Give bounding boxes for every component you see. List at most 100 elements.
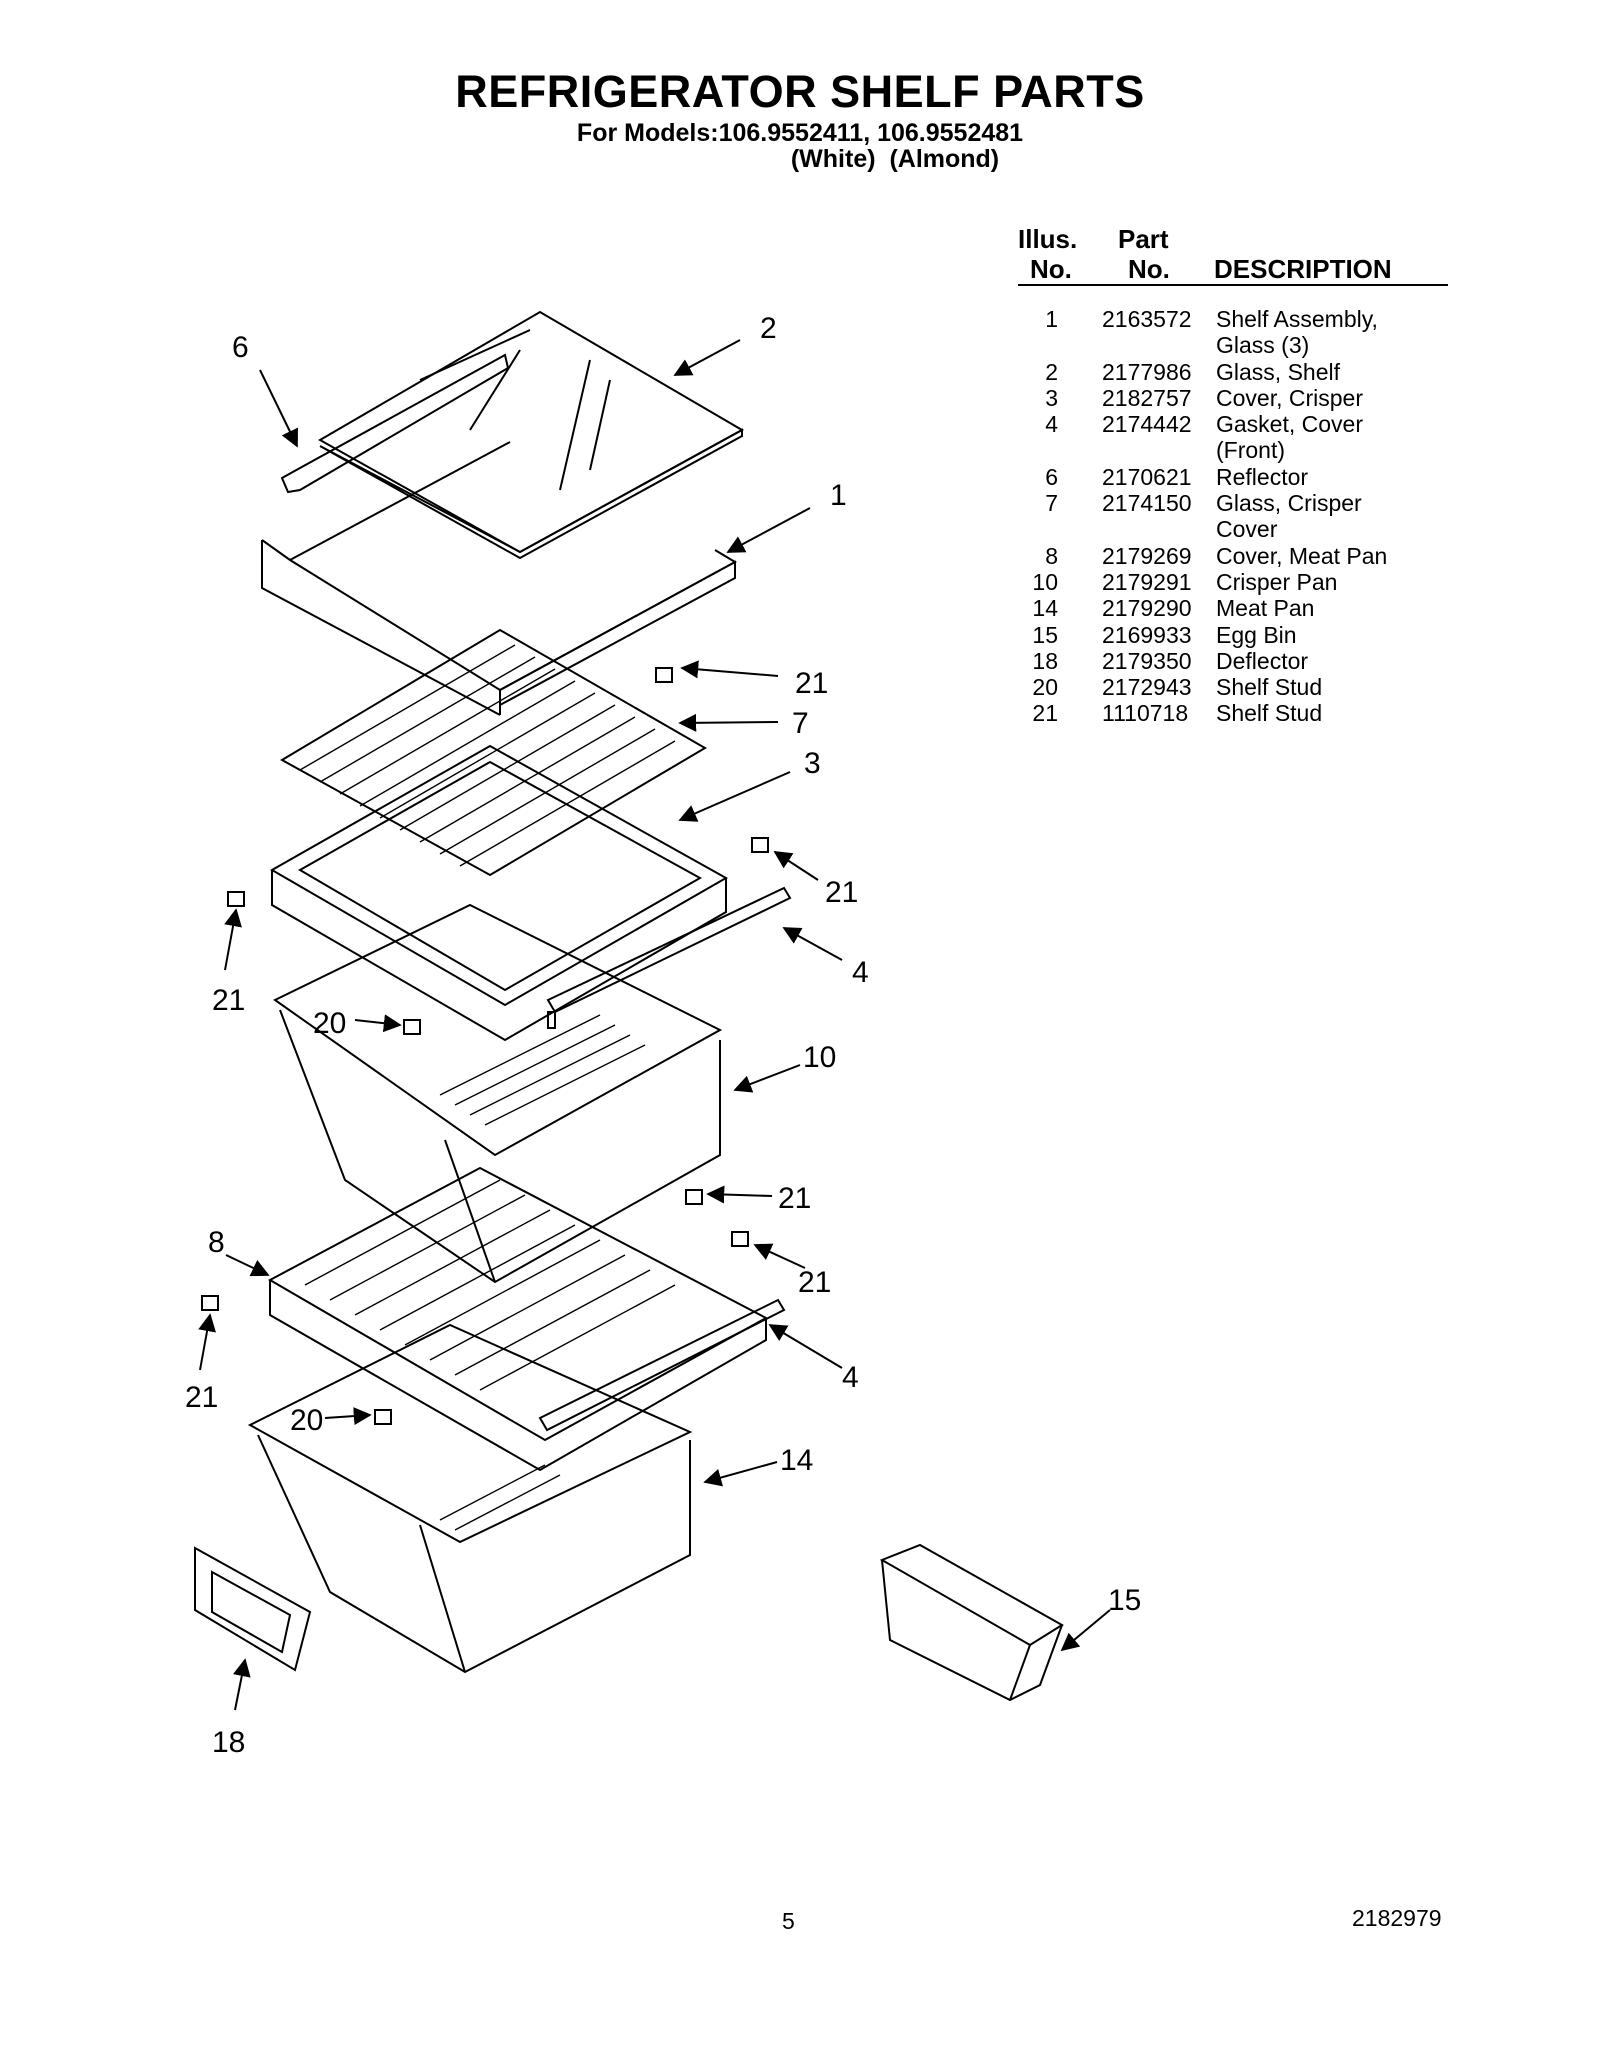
callout-15: 15: [1108, 1584, 1141, 1617]
part-description: Cover, Crisper: [1216, 384, 1363, 411]
part-description: Reflector: [1216, 463, 1309, 490]
part-description: Shelf Stud: [1216, 700, 1323, 727]
part-description: Meat Pan: [1216, 595, 1315, 622]
illus-number: 3: [1045, 384, 1058, 411]
header-illus-line1: Illus.: [1018, 224, 1078, 254]
illus-number: 20: [1032, 674, 1058, 701]
callout-20-a: 20: [313, 1007, 346, 1040]
illus-number: 15: [1032, 621, 1058, 648]
illus-number: 7: [1045, 490, 1058, 517]
deflector-part: [194, 1546, 312, 1672]
callout-20-b: 20: [290, 1404, 323, 1437]
meat-pan-part: [247, 1323, 693, 1674]
table-row: 21 1110718 Shelf Stud: [1018, 700, 1448, 726]
table-row: 1 2163572 Shelf Assembly, Glass (3): [1018, 306, 1448, 359]
models-line: For Models:106.9552411, 106.9552481: [576, 119, 1024, 147]
part-number: 2169933: [1102, 621, 1192, 648]
illus-number: 2: [1045, 358, 1058, 385]
part-number: 2170621: [1102, 463, 1192, 490]
header-part-line1: Part: [1118, 224, 1169, 254]
part-description: Shelf Assembly, Glass (3): [1216, 306, 1378, 359]
callout-8: 8: [208, 1226, 225, 1259]
part-description: Crisper Pan: [1216, 568, 1338, 595]
callout-21-a: 21: [795, 667, 828, 700]
callout-3: 3: [804, 747, 821, 780]
part-number: 2172943: [1102, 674, 1192, 701]
part-number: 2174442: [1102, 411, 1192, 438]
callout-14: 14: [780, 1444, 813, 1477]
table-row: 8 2179269 Cover, Meat Pan: [1018, 543, 1448, 569]
callout-4-a: 4: [852, 956, 869, 989]
part-description: Cover, Meat Pan: [1216, 542, 1388, 569]
part-number: 2179291: [1102, 568, 1192, 595]
shelf-studs: [201, 667, 769, 1425]
part-number: 2174150: [1102, 490, 1192, 517]
callout-arrows: [198, 339, 1111, 1711]
header-part-line2: No.: [1128, 254, 1170, 284]
part-number: 2177986: [1102, 358, 1192, 385]
table-row: 4 2174442 Gasket, Cover (Front): [1018, 411, 1448, 464]
table-row: 20 2172943 Shelf Stud: [1018, 674, 1448, 700]
meat-pan-cover-part: [267, 1166, 769, 1472]
callout-4-b: 4: [842, 1361, 859, 1394]
parts-table-body: 1 2163572 Shelf Assembly, Glass (3) 2 217798…: [1018, 306, 1448, 727]
header-illus-line2: No.: [1030, 254, 1072, 284]
callout-21-f: 21: [185, 1381, 218, 1414]
part-number: 2179269: [1102, 542, 1192, 569]
callout-6: 6: [232, 331, 249, 364]
illus-number: 6: [1045, 463, 1058, 490]
callout-1: 1: [830, 479, 847, 512]
illus-number: 21: [1032, 700, 1058, 727]
glass-shelf-part: [317, 310, 745, 560]
illus-number: 10: [1032, 568, 1058, 595]
part-number: 2179290: [1102, 595, 1192, 622]
callout-7: 7: [792, 707, 809, 740]
header-description: DESCRIPTION: [1214, 254, 1392, 284]
illus-number: 8: [1045, 542, 1058, 569]
part-number: 2179350: [1102, 647, 1192, 674]
illus-number: 4: [1045, 411, 1058, 438]
callout-21-c: 21: [212, 984, 245, 1017]
part-description: Gasket, Cover (Front): [1216, 411, 1363, 464]
parts-table: Illus. No. Part No. DESCRIPTION 1 2163572…: [1018, 220, 1448, 726]
illus-number: 18: [1032, 647, 1058, 674]
crisper-pan-part: [273, 903, 723, 1284]
table-row: 14 2179290 Meat Pan: [1018, 595, 1448, 621]
part-number: 2163572: [1102, 306, 1192, 332]
part-description: Glass, Crisper Cover: [1216, 490, 1362, 543]
parts-table-header: Illus. No. Part No. DESCRIPTION: [1018, 220, 1448, 286]
gasket-part-lower: [538, 1298, 786, 1432]
table-row: 3 2182757 Cover, Crisper: [1018, 385, 1448, 411]
part-description: Shelf Stud: [1216, 674, 1323, 701]
table-row: 6 2170621 Reflector: [1018, 464, 1448, 490]
header-rule: [1018, 284, 1448, 286]
part-number: 2182757: [1102, 384, 1192, 411]
callout-10: 10: [803, 1041, 836, 1074]
shelf-frame-part: [261, 441, 738, 716]
table-row: 15 2169933 Egg Bin: [1018, 622, 1448, 648]
page-number: 5: [782, 1908, 795, 1934]
model-subtitle: For Models:106.9552411, 106.9552481 (Whi…: [0, 120, 1600, 172]
crisper-cover-part: [269, 744, 729, 1042]
reflector-part: [280, 353, 510, 494]
illus-number: 1: [1045, 306, 1058, 332]
table-row: 10 2179291 Crisper Pan: [1018, 569, 1448, 595]
part-number: 1110718: [1102, 700, 1189, 727]
document-number: 2182979: [1352, 1905, 1442, 1931]
table-row: 2 2177986 Glass, Shelf: [1018, 359, 1448, 385]
part-description: Deflector: [1216, 647, 1309, 674]
part-description: Egg Bin: [1216, 621, 1297, 648]
gasket-part-upper: [546, 886, 792, 1029]
callout-21-b: 21: [825, 876, 858, 909]
part-description: Glass, Shelf: [1216, 358, 1340, 385]
colors-line: (White) (Almond): [790, 145, 1000, 173]
callout-21-e: 21: [798, 1266, 831, 1299]
callout-18: 18: [212, 1726, 245, 1759]
table-row: 7 2174150 Glass, Crisper Cover: [1018, 490, 1448, 543]
callout-2: 2: [760, 312, 777, 345]
illus-number: 14: [1032, 595, 1058, 622]
egg-bin-part: [879, 1543, 1064, 1702]
callout-21-d: 21: [778, 1182, 811, 1215]
table-row: 18 2179350 Deflector: [1018, 648, 1448, 674]
